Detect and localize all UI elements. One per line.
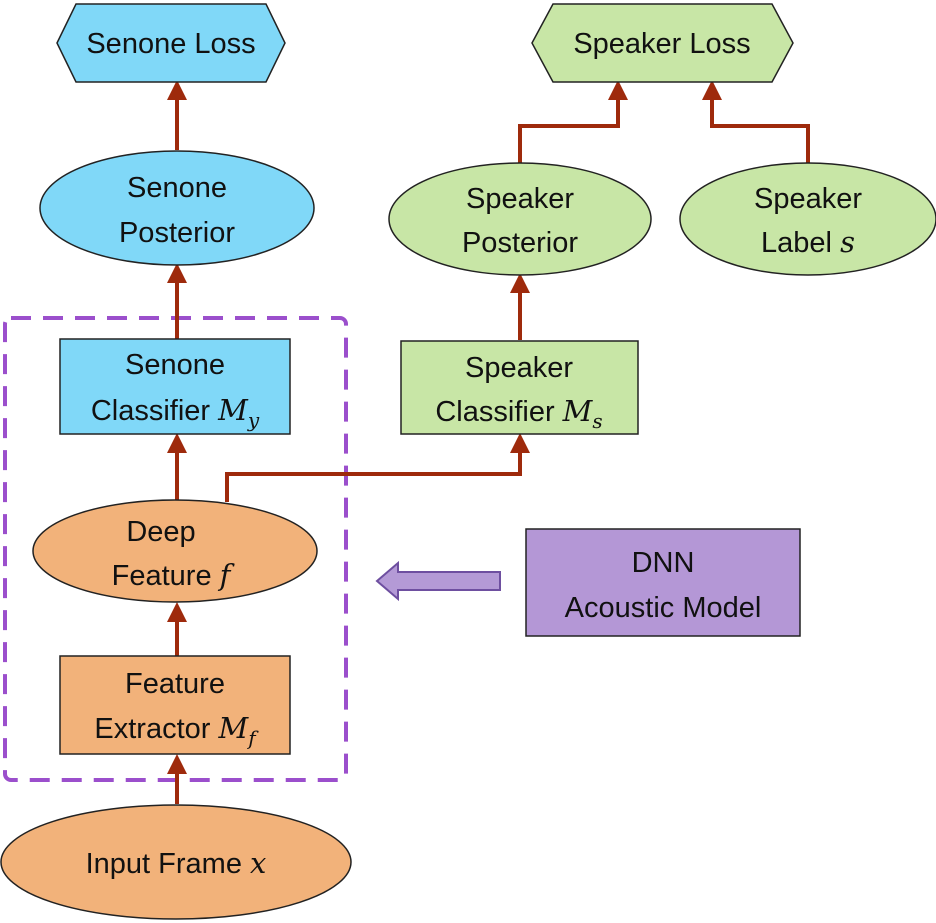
dnn-acoustic-model-node: DNN Acoustic Model bbox=[525, 528, 801, 637]
speaker-loss-node: Speaker Loss bbox=[531, 3, 794, 83]
speaker-posterior-node: Speaker Posterior bbox=[388, 162, 652, 276]
arrow-deep-feature-to-speaker-classifier bbox=[225, 433, 530, 502]
senone-classifier-line2: Classifier My bbox=[91, 393, 260, 432]
senone-posterior-line2: Posterior bbox=[119, 217, 235, 249]
connectors bbox=[167, 80, 810, 804]
input-frame-node: Input Frame x bbox=[0, 804, 352, 920]
speaker-posterior-line1: Speaker bbox=[466, 183, 574, 215]
arrow-speaker-label-to-loss bbox=[702, 80, 810, 163]
speaker-classifier-line2: Classifier Ms bbox=[435, 394, 602, 433]
dnn-acoustic-model-line1: DNN bbox=[632, 547, 695, 579]
deep-feature-line2: Feature f bbox=[112, 558, 236, 592]
senone-loss-node: Senone Loss bbox=[56, 3, 286, 83]
speaker-label-line1: Speaker bbox=[754, 183, 862, 215]
feature-extractor-line1: Feature bbox=[125, 668, 225, 700]
speaker-loss-label: Speaker Loss bbox=[573, 28, 750, 60]
senone-classifier-line1: Senone bbox=[125, 349, 225, 381]
senone-posterior-line1: Senone bbox=[127, 172, 227, 204]
feature-extractor-node: Feature Extractor Mf bbox=[59, 655, 291, 755]
block-arrow-icon bbox=[375, 560, 501, 602]
speaker-classifier-line1: Speaker bbox=[465, 352, 573, 384]
dnn-acoustic-model-line2: Acoustic Model bbox=[565, 592, 762, 624]
deep-feature-node: Deep Feature f bbox=[32, 499, 318, 603]
speaker-posterior-line2: Posterior bbox=[462, 227, 578, 259]
speaker-classifier-node: Speaker Classifier Ms bbox=[400, 340, 639, 435]
input-frame-label: Input Frame x bbox=[86, 846, 267, 880]
speaker-label-node: Speaker Label s bbox=[679, 162, 936, 276]
feature-extractor-line2: Extractor Mf bbox=[94, 711, 259, 750]
speaker-label-line2: Label s bbox=[761, 225, 855, 259]
arrow-speaker-posterior-to-loss bbox=[518, 80, 628, 163]
deep-feature-line1: Deep bbox=[126, 516, 195, 548]
senone-classifier-node: Senone Classifier My bbox=[59, 338, 291, 435]
senone-loss-label: Senone Loss bbox=[86, 28, 255, 60]
senone-posterior-node: Senone Posterior bbox=[39, 150, 315, 266]
